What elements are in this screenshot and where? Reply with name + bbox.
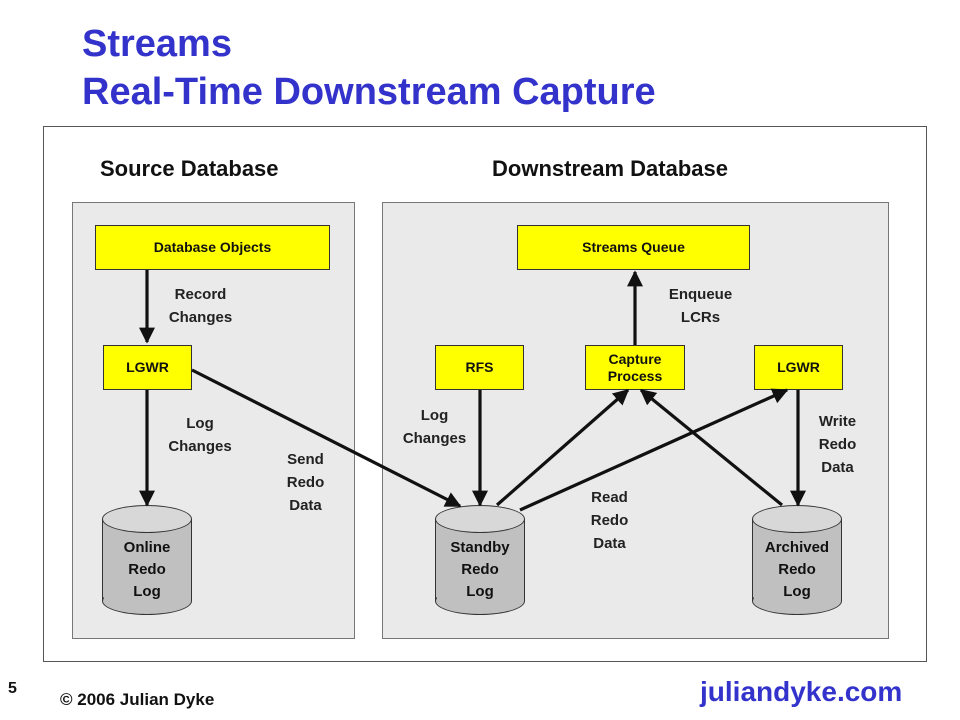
- log-changes-source-label: Log Changes: [168, 415, 232, 455]
- archived-redo-log-label: Archived Redo Log: [764, 539, 830, 600]
- streams-queue-box: Streams Queue: [517, 225, 750, 270]
- downstream-database-heading: Downstream Database: [492, 156, 728, 181]
- standby-redo-log-cylinder: Standby Redo Log: [435, 505, 525, 615]
- arrow-standby-to-capture: [495, 388, 630, 507]
- log-changes-downstream-label: Log Changes: [402, 407, 467, 447]
- record-changes-label: Record Changes: [168, 286, 233, 326]
- online-redo-log-label: Online Redo Log: [123, 539, 171, 600]
- enqueue-lcrs-label: Enqueue LCRs: [668, 286, 733, 326]
- write-redo-data-label: Write Redo Data: [818, 413, 857, 476]
- downstream-lgwr-box: LGWR: [754, 345, 843, 390]
- source-database-heading: Source Database: [100, 156, 279, 181]
- read-redo-data-label: Read Redo Data: [590, 489, 629, 552]
- standby-redo-log-label: Standby Redo Log: [450, 539, 510, 600]
- arrow-archived-to-capture: [639, 388, 784, 507]
- arrow-standby-to-lgwr: [519, 388, 789, 512]
- send-redo-data-label: Send Redo Data: [286, 451, 325, 514]
- rfs-box: RFS: [435, 345, 524, 390]
- database-objects-box: Database Objects: [95, 225, 330, 270]
- online-redo-log-cylinder: Online Redo Log: [102, 505, 192, 615]
- slide-title-line2: Real-Time Downstream Capture: [82, 71, 656, 113]
- copyright-text: © 2006 Julian Dyke: [60, 690, 215, 709]
- brand-logo-text: juliandyke.com: [700, 676, 903, 707]
- page-number: 5: [8, 680, 17, 697]
- archived-redo-log-cylinder: Archived Redo Log: [752, 505, 842, 615]
- slide-title-line1: Streams: [82, 23, 232, 65]
- source-lgwr-box: LGWR: [103, 345, 192, 390]
- arrow-send-redo-data: [191, 368, 462, 508]
- capture-process-box: Capture Process: [585, 345, 685, 390]
